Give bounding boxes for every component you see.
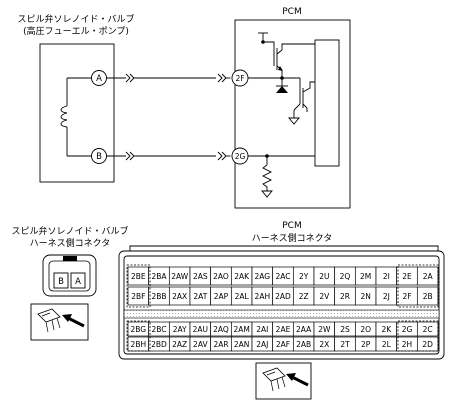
pcm-pin-label: 2P — [361, 340, 371, 349]
pcm-pin-label: 2Y — [299, 272, 309, 281]
pcm-pin-label: 2S — [340, 325, 350, 334]
junction-dot — [280, 76, 284, 80]
pcm-pin-label: 2AM — [233, 325, 249, 334]
junction-dot — [265, 154, 269, 158]
pcm-pin-label: 2H — [402, 340, 412, 349]
pcm-connector-divider — [124, 310, 439, 318]
pcm-pin-label: 2BF — [131, 292, 145, 301]
sol-pin-cell — [70, 272, 86, 289]
pcm-pin-label: 2Q — [340, 272, 351, 281]
solenoid-box — [39, 43, 115, 183]
pcm-pin-label: 2T — [340, 340, 350, 349]
pcm-pin-grid: 2BE 2BA 2AW 2AS 2AO 2AK 2AG 2AC 2Y 2U 2Q 2M 2I 2E 2A 2B… — [127, 266, 439, 352]
pcm-pin-label: 2D — [422, 340, 433, 349]
pcm-pin-label: 2Z — [299, 292, 309, 301]
solenoid-title: スピル弁ソレノイド・バルブ — [17, 13, 134, 25]
sol-connector-latch — [63, 256, 77, 261]
pcm-pin-label: 2AX — [172, 292, 187, 301]
pcm-pin-label: 2AT — [193, 292, 207, 301]
pcm-pin-label: 2BH — [131, 340, 147, 349]
solenoid-subtitle: (高圧フューエル・ポンプ) — [23, 25, 129, 37]
pcm-pin-label: 2AQ — [213, 325, 229, 334]
pcm-pin-label: 2K — [381, 325, 392, 334]
pcm-connector-outline — [118, 245, 445, 360]
pcm-pin-label: 2AS — [193, 272, 208, 281]
terminal-2g-label: 2G — [235, 152, 246, 161]
pcm-pin-label: 2BB — [151, 292, 166, 301]
pcm-pin-label: 2W — [318, 325, 331, 334]
pcm-pin-label: 2G — [402, 325, 413, 334]
pcm-pin-label: 2AU — [193, 325, 208, 334]
solenoid-coil — [60, 77, 92, 157]
pcm-pin-label: 2AG — [255, 272, 271, 281]
diode-arrow — [276, 86, 288, 93]
pcm-pin-label: 2AB — [296, 340, 311, 349]
pcm-pin-label: 2AV — [193, 340, 208, 349]
pcm-control-block — [314, 39, 340, 167]
pcm-pin-label: 2AE — [276, 325, 291, 334]
pcm-connector-title: PCM — [282, 221, 301, 231]
sol-connector-title: スピル弁ソレノイド・バルブ — [11, 225, 128, 237]
sol-connector-subtitle: ハーネス側コネクタ — [30, 237, 111, 249]
pcm-pin-label: 2I — [383, 272, 390, 281]
pcm-pin-label: 2N — [360, 292, 370, 301]
pcm-pin-label: 2AP — [214, 292, 229, 301]
pcm-title: PCM — [282, 7, 301, 17]
pcm-pin-label: 2AJ — [256, 340, 268, 349]
wire-b-2g — [106, 151, 231, 161]
probe-icon — [255, 362, 312, 400]
pcm-pin-label: 2AL — [235, 292, 250, 301]
terminal-2f-label: 2F — [235, 74, 244, 83]
pcm-pin-label: 2U — [319, 272, 329, 281]
pcm-pin-label: 2F — [402, 292, 411, 301]
pcm-pin-label: 2M — [360, 272, 371, 281]
pcm-pin-group-outline — [126, 264, 439, 352]
wire-a-2f — [106, 73, 231, 83]
pcm-pin-label: 2E — [402, 272, 412, 281]
pcm-pin-label: 2BA — [151, 272, 167, 281]
pcm-pin-label: 2AD — [275, 292, 291, 301]
sol-pin-b: B — [58, 277, 64, 287]
probe-icon — [30, 303, 89, 341]
pcm-pin-label: 2J — [383, 292, 390, 301]
pcm-pin-label: 2AC — [275, 272, 290, 281]
terminal-a-label: A — [96, 74, 102, 84]
pcm-pin-label: 2C — [423, 325, 433, 334]
transistor-arrow — [278, 66, 283, 71]
pcm-pin-label: 2L — [382, 340, 392, 349]
pcm-pin-label: 2BG — [131, 325, 147, 334]
pcm-pin-label: 2V — [319, 292, 330, 301]
pcm-pin-label: 2R — [340, 292, 350, 301]
pcm-pin-label: 2AK — [234, 272, 250, 281]
pcm-pin-label: 2BC — [151, 325, 166, 334]
pcm-pin-label: 2A — [423, 272, 434, 281]
pcm-pin-label: 2AN — [234, 340, 250, 349]
pcm-pin-label: 2AY — [173, 325, 187, 334]
sol-pin-a: A — [75, 277, 81, 287]
pcm-pin-label: 2AR — [213, 340, 228, 349]
pcm-pin-label: 2AW — [171, 272, 188, 281]
pcm-pin-label: 2BD — [151, 340, 167, 349]
pcm-pin-label: 2AA — [296, 325, 312, 334]
pcm-pin-label: 2AH — [255, 292, 271, 301]
pcm-pin-label: 2AI — [256, 325, 268, 334]
pcm-box — [234, 19, 351, 209]
pcm-pin-label: 2AO — [213, 272, 229, 281]
pcm-pin-label: 2O — [360, 325, 371, 334]
pcm-connector-divider-frame — [123, 309, 440, 319]
pcm-pin-label: 2AF — [276, 340, 290, 349]
sol-pin-cell — [53, 272, 69, 289]
junction-dot — [261, 40, 265, 44]
pcm-pin-cell — [416, 321, 439, 337]
pcm-pin-label: 2BE — [131, 272, 146, 281]
pcm-internal-circuit — [248, 32, 315, 198]
pcm-pin-label: 2AZ — [172, 340, 187, 349]
pcm-pin-label: 2B — [423, 292, 433, 301]
terminal-b-label: B — [96, 152, 102, 162]
pcm-pin-label: 2X — [319, 340, 329, 349]
pcm-connector-subtitle: ハーネス側コネクタ — [252, 232, 333, 244]
